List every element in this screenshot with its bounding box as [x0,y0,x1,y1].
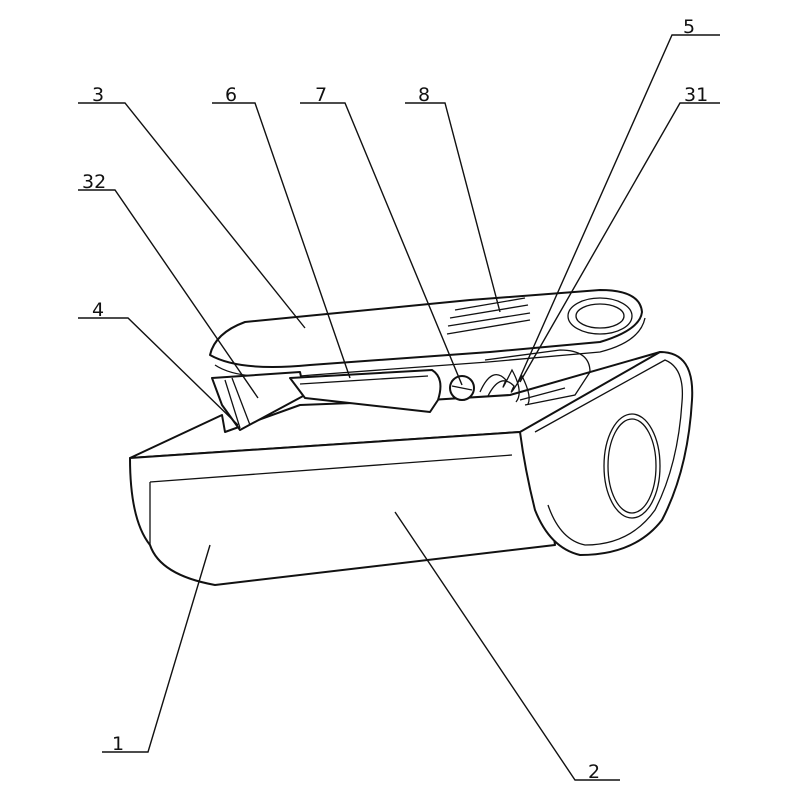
end-cap-oval [603,413,661,519]
clip-slot [289,369,442,413]
label-4: 4 [92,299,104,321]
leader-lines [78,34,720,781]
grip-ribs [446,297,531,335]
label-31: 31 [684,84,708,106]
label-1: 1 [112,733,124,755]
label-32: 32 [82,171,106,193]
label-5: 5 [683,16,695,38]
callout-labels: 1 2 3 4 5 6 7 8 31 32 [82,16,708,783]
clip-ring [567,297,633,335]
label-8: 8 [418,84,430,106]
housing-front-face [129,431,556,586]
clip-plate [209,289,643,369]
label-2: 2 [588,761,600,783]
label-7: 7 [315,84,327,106]
spring [479,368,566,405]
clip-assembly [209,289,646,431]
label-6: 6 [225,84,237,106]
label-3: 3 [92,84,104,106]
housing-end-cap [519,351,694,556]
